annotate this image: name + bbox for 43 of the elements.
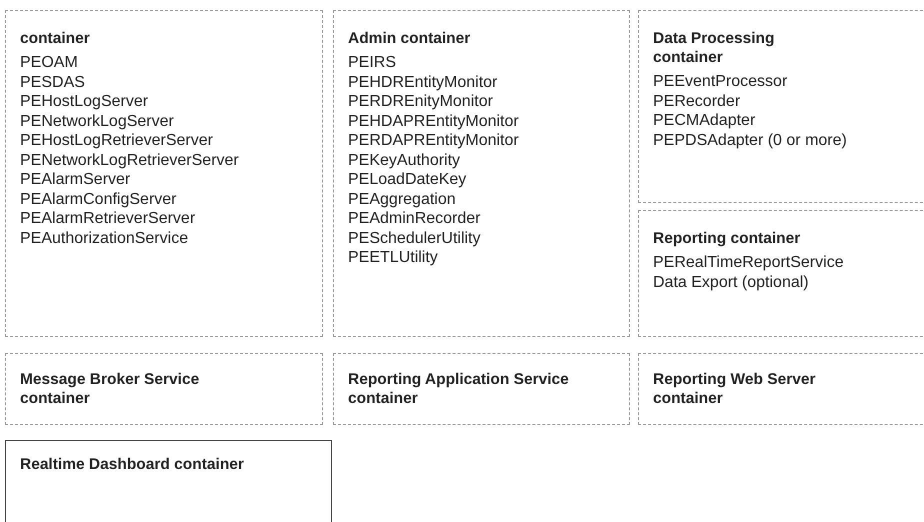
component-name: PENetworkLogRetrieverServer bbox=[20, 150, 239, 170]
container-title: Message Broker Service container bbox=[20, 370, 200, 408]
component-name: PENetworkLogServer bbox=[20, 112, 174, 131]
component-name: PEHostLogRetrieverServer bbox=[20, 131, 213, 150]
container-box bbox=[333, 353, 630, 425]
container-title: Reporting container bbox=[653, 229, 800, 248]
component-name: PERDAPREntityMonitor bbox=[348, 131, 519, 150]
component-name: PESchedulerUtility bbox=[348, 228, 480, 248]
component-name: PEAlarmServer bbox=[20, 170, 130, 190]
component-name: PECMAdapter bbox=[653, 111, 756, 130]
container-title: container bbox=[20, 29, 90, 48]
component-name: PERDREnityMonitor bbox=[348, 92, 493, 112]
component-name: PEAuthorizationService bbox=[20, 228, 188, 248]
component-name: PEAdminRecorder bbox=[348, 209, 480, 228]
container-title: Data Processing container bbox=[653, 29, 776, 67]
component-name: PEEventProcessor bbox=[653, 72, 788, 92]
component-name: PEIRS bbox=[348, 53, 396, 72]
container-title: Realtime Dashboard container bbox=[20, 455, 244, 474]
component-name: PERecorder bbox=[653, 92, 740, 111]
component-name: PEETLUtility bbox=[348, 248, 438, 268]
container-box bbox=[333, 10, 630, 337]
component-name: PEHDAPREntityMonitor bbox=[348, 112, 519, 131]
component-name: PEAlarmConfigServer bbox=[20, 190, 176, 209]
container-box bbox=[5, 353, 323, 425]
component-name: PEPDSAdapter (0 or more) bbox=[653, 130, 847, 150]
component-name: Data Export (optional) bbox=[653, 272, 809, 292]
component-name: PESDAS bbox=[20, 72, 85, 92]
component-name: PEAlarmRetrieverServer bbox=[20, 209, 196, 228]
container-title: Admin container bbox=[348, 29, 470, 48]
container-box bbox=[5, 10, 323, 337]
container-title: Reporting Web Server container bbox=[653, 370, 817, 408]
component-name: PEAggregation bbox=[348, 190, 456, 209]
container-box bbox=[5, 440, 332, 522]
container-title: Reporting Application Service container bbox=[348, 370, 570, 408]
component-name: PERealTimeReportService bbox=[653, 253, 844, 272]
container-box bbox=[638, 210, 924, 337]
container-box bbox=[638, 353, 924, 425]
component-name: PEKeyAuthority bbox=[348, 150, 460, 170]
container-box bbox=[638, 10, 924, 203]
component-name: PEHostLogServer bbox=[20, 92, 148, 112]
component-name: PELoadDateKey bbox=[348, 170, 466, 190]
component-name: PEOAM bbox=[20, 53, 78, 72]
component-name: PEHDREntityMonitor bbox=[348, 72, 498, 92]
